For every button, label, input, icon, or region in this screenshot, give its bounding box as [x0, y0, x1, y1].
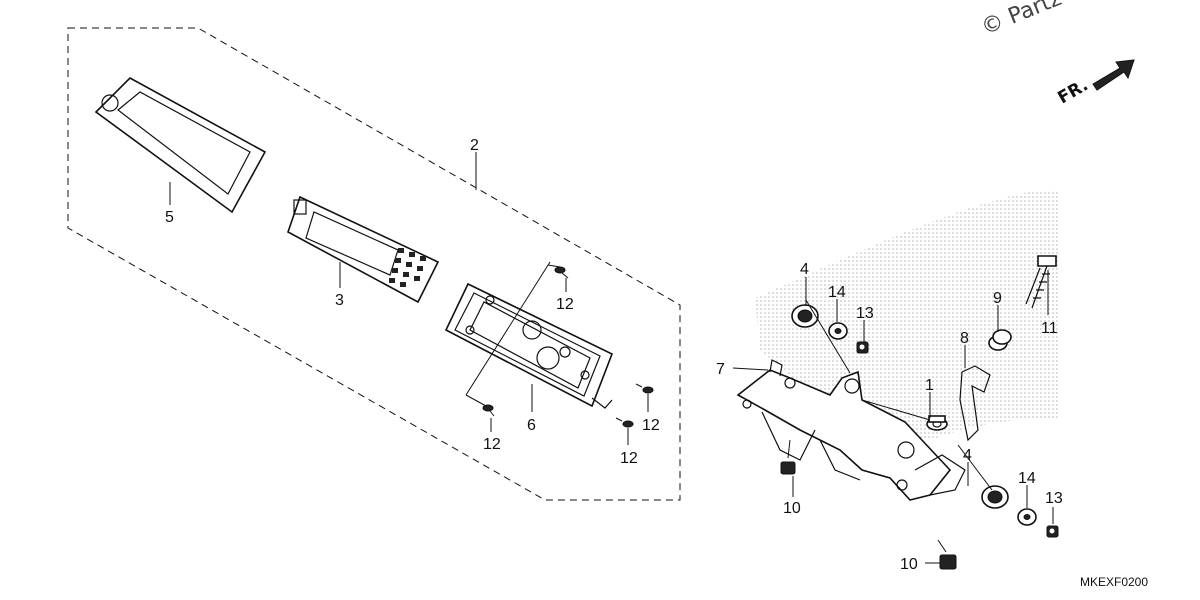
callout-3: 3: [335, 292, 344, 309]
nut-part-13-lower: [1046, 525, 1059, 538]
callout-14-a: 14: [828, 284, 846, 301]
bolt-part-10-left: [780, 439, 796, 475]
callout-10-b: 10: [900, 556, 918, 573]
meter-assembly-outline: [67, 27, 681, 501]
callout-2: 2: [470, 137, 479, 154]
meter-case-part: [444, 282, 614, 409]
callout-1: 1: [925, 377, 934, 394]
screw-12-right-upper: [635, 383, 654, 394]
screw-12-top: [554, 266, 569, 279]
callout-9: 9: [993, 290, 1002, 307]
callout-13-a: 13: [856, 305, 874, 322]
callout-4-b: 4: [963, 447, 972, 464]
leader-lines: [169, 152, 1054, 564]
bolt-part-10-bottom: [937, 539, 957, 570]
meter-unit-part: [287, 195, 440, 304]
callout-labels: 2 5 3 12 6 12 12 12 4 14 13 9 11 8 7 1 4…: [165, 137, 1063, 573]
callout-14-b: 14: [1018, 470, 1036, 487]
meter-stay-bracket: [736, 359, 966, 501]
callout-10-a: 10: [783, 500, 801, 517]
spacer-part-9: [988, 329, 1012, 351]
callout-12-a: 12: [556, 296, 574, 313]
washer-part-14-lower: [1017, 508, 1037, 526]
callout-13-b: 13: [1045, 490, 1063, 507]
callout-4-a: 4: [800, 261, 809, 278]
callout-12-c: 12: [483, 436, 501, 453]
diagram-code: MKEXF0200: [1080, 575, 1148, 589]
svg-text:FR.: FR.: [1055, 75, 1092, 108]
watermark-text: © Partz: [978, 0, 1065, 41]
washer-part-14-upper: [828, 322, 848, 340]
callout-7: 7: [716, 361, 725, 378]
screw-12-right-lower: [615, 417, 634, 428]
callout-11: 11: [1041, 320, 1058, 337]
callout-12-d: 12: [620, 450, 638, 467]
callout-5: 5: [165, 209, 174, 226]
clip-part-8: [959, 365, 991, 442]
nut-part-13-upper: [856, 341, 869, 354]
screw-12-left: [482, 404, 495, 417]
callout-8: 8: [960, 330, 969, 347]
front-direction-arrow: FR.: [1055, 59, 1135, 108]
bolt-part-11: [1025, 255, 1057, 309]
callout-12-b: 12: [642, 417, 660, 434]
callout-6: 6: [527, 417, 536, 434]
collar-part-1: [926, 415, 948, 431]
meter-cover-part: [94, 77, 267, 214]
grommet-part-4-lower: [981, 485, 1009, 509]
background-shading: [755, 189, 1060, 440]
grommet-part-4-upper: [791, 304, 819, 328]
